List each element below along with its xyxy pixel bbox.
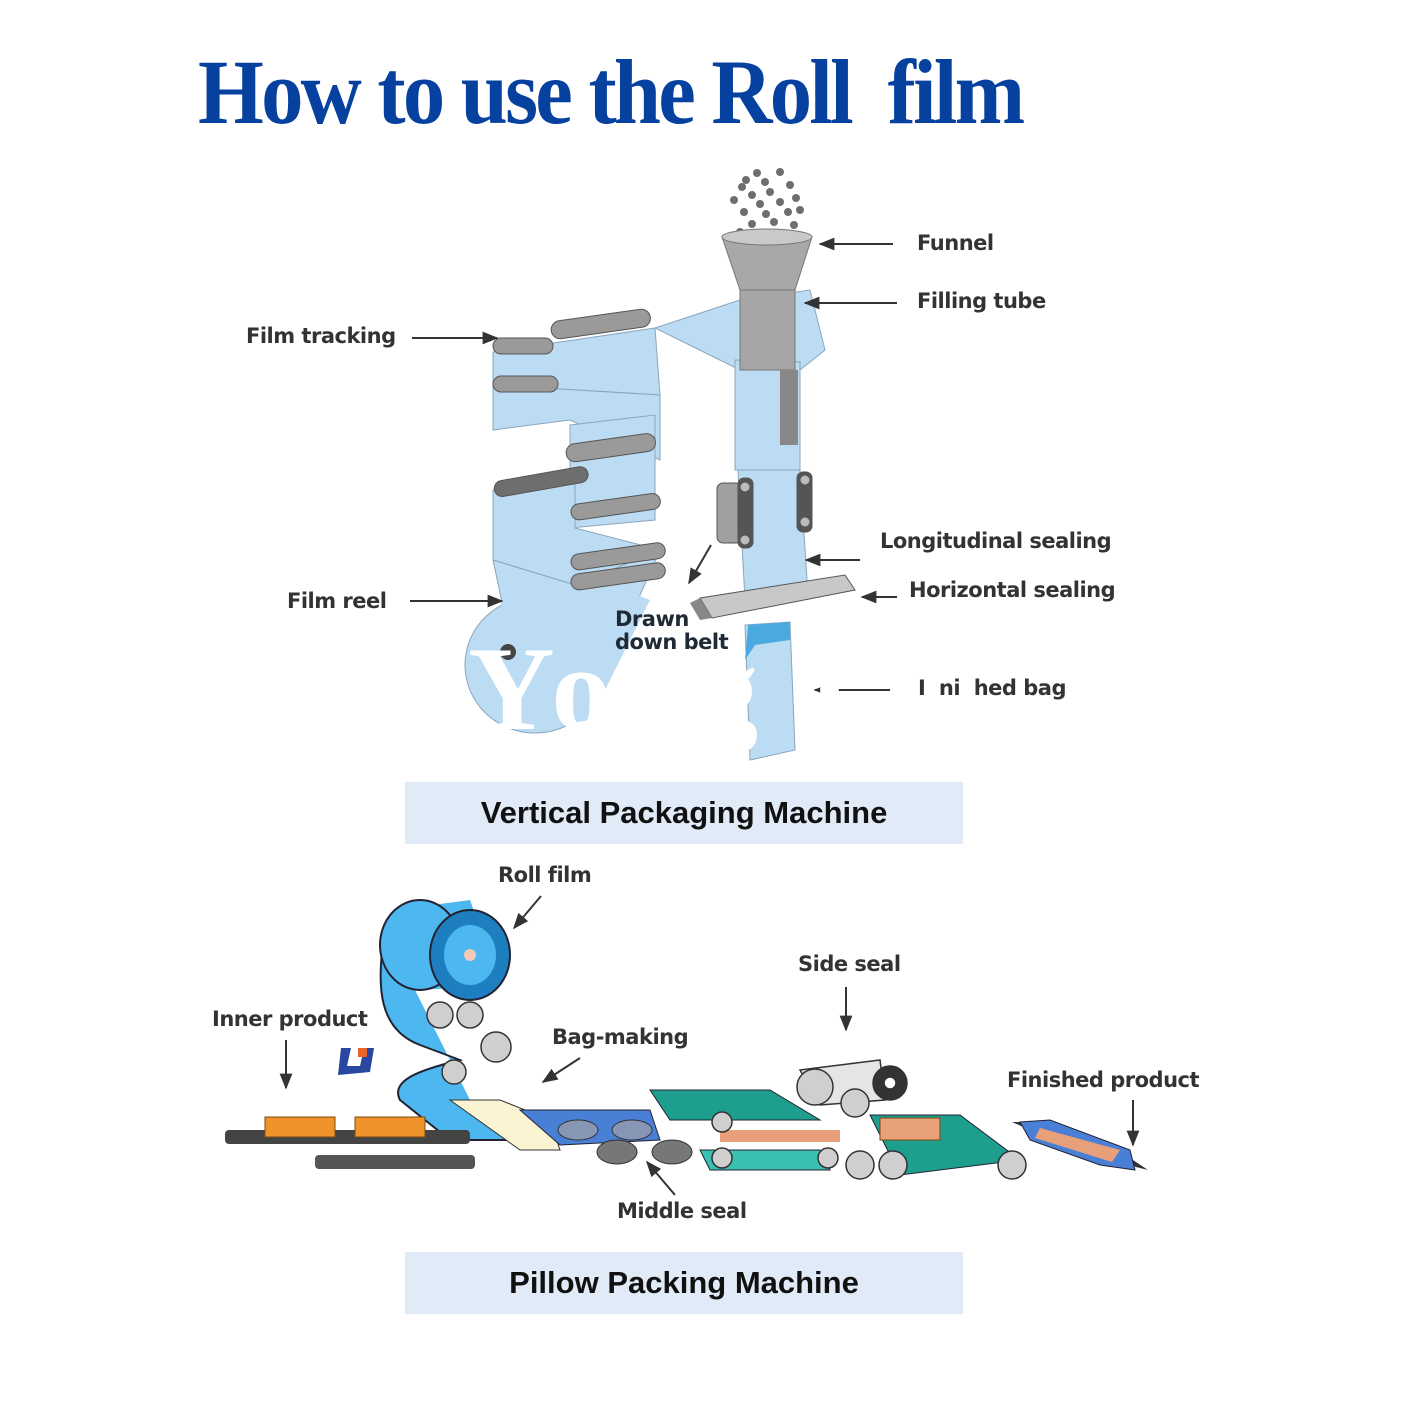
guide-rollers [426, 1001, 512, 1085]
label-drawn-down-belt-2: down belt [615, 630, 729, 654]
longitudinal-sealer-icon [716, 471, 813, 549]
pillow-machine-diagram [225, 895, 1148, 1196]
label-side-seal: Side seal [798, 952, 901, 976]
label-middle-seal: Middle seal [617, 1199, 747, 1223]
roll-film-arrow [512, 895, 542, 930]
label-film-tracking: Film tracking [246, 324, 396, 348]
label-drawn-down-belt-1: Drawn [615, 607, 689, 631]
watermark: Yong Lo [468, 622, 969, 755]
film-reel-icon [464, 580, 650, 734]
label-inner-product: Inner product [212, 1007, 368, 1031]
teal-belts [649, 1089, 1022, 1176]
company-logo-icon [338, 1048, 374, 1075]
vertical-machine-caption: Vertical Packaging Machine [480, 795, 888, 830]
label-finished-product: Finished product [1007, 1068, 1200, 1092]
finished-product-icon [1012, 1119, 1148, 1171]
funnel-icon [721, 228, 813, 445]
label-film-reel: Film reel [287, 589, 387, 613]
page-title: How to use the Roll film [198, 41, 1025, 143]
drawn-down-belt-arrow [688, 544, 712, 585]
label-longitudinal-sealing: Longitudinal sealing [880, 529, 1112, 553]
bag-making-arrow [541, 1057, 581, 1083]
label-funnel: Funnel [917, 231, 994, 255]
pillow-machine-caption: Pillow Packing Machine [509, 1265, 859, 1300]
roll-film-icon [379, 899, 511, 1001]
middle-seal-rollers [557, 1119, 693, 1165]
pillow-machine-caption-box: Pillow Packing Machine [405, 1252, 963, 1314]
finished-bag-icon [744, 621, 796, 761]
middle-seal-arrow [645, 1160, 676, 1196]
label-bag-making: Bag-making [552, 1025, 689, 1049]
label-roll-film: Roll film [498, 863, 592, 887]
label-horizontal-sealing: Horizontal sealing [909, 578, 1116, 602]
rollers [492, 308, 666, 591]
horizontal-sealer-icon [690, 574, 856, 620]
side-seal-roller-icon [711, 1059, 1027, 1180]
label-filling-tube: Filling tube [917, 289, 1046, 313]
vertical-machine-caption-box: Vertical Packaging Machine [405, 782, 963, 844]
conveyor-belt-icon [225, 1116, 475, 1169]
label-finished-bag: I ni hed bag [918, 676, 1066, 700]
